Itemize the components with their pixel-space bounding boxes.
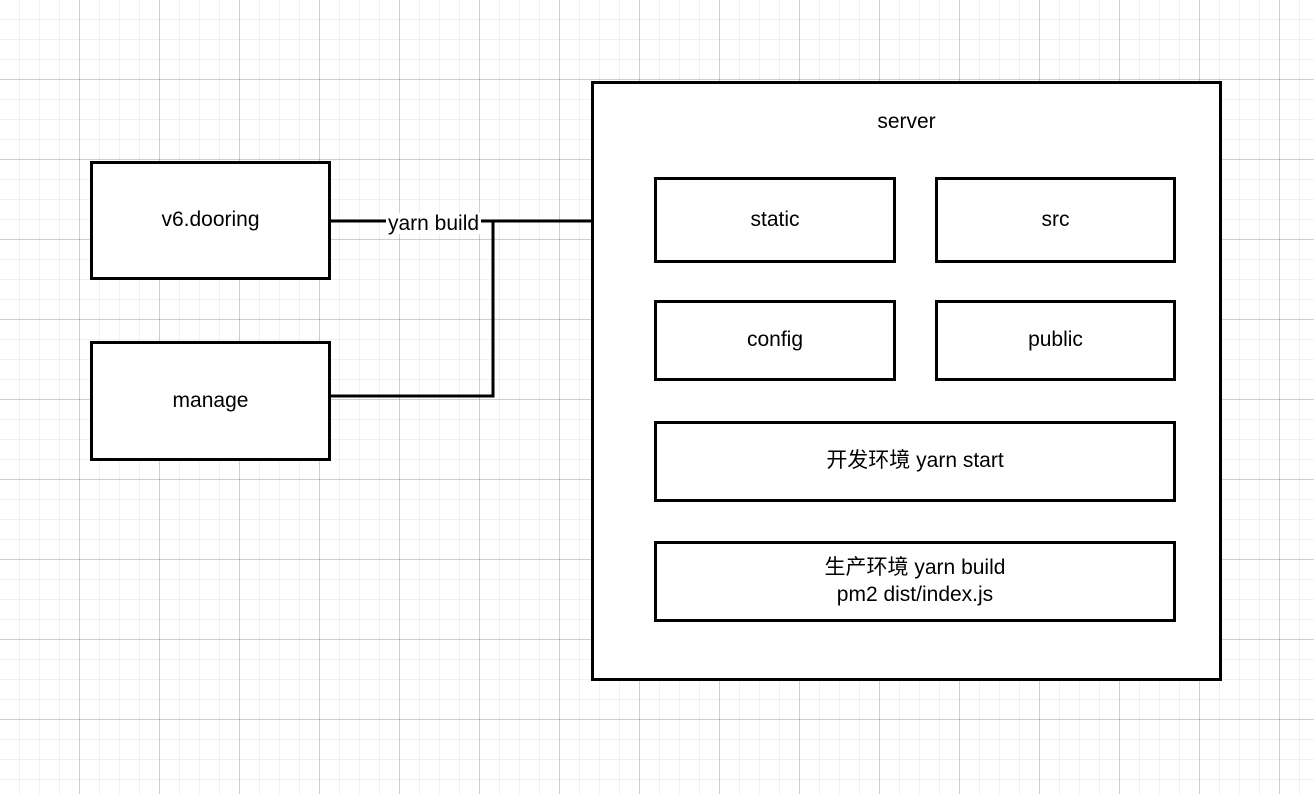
- node-config[interactable]: config: [654, 300, 896, 381]
- node-label-dev-env: 开发环境 yarn start: [826, 449, 1004, 473]
- node-prod-env[interactable]: 生产环境 yarn build pm2 dist/index.js: [654, 541, 1176, 622]
- node-label-src: src: [1041, 207, 1070, 231]
- node-public[interactable]: public: [935, 300, 1176, 381]
- node-manage[interactable]: manage: [90, 341, 331, 461]
- node-label-prod-env: 生产环境 yarn build pm2 dist/index.js: [824, 555, 1006, 606]
- container-title-server: server: [877, 110, 936, 133]
- node-static[interactable]: static: [654, 177, 896, 263]
- edge-path-manage: [331, 221, 495, 398]
- node-label-manage: manage: [172, 388, 249, 412]
- node-label-static: static: [750, 207, 800, 231]
- node-src[interactable]: src: [935, 177, 1176, 263]
- edge-label-yarn-build: yarn build: [386, 212, 482, 235]
- node-label-config: config: [746, 328, 804, 352]
- node-label-v6-dooring: v6.dooring: [161, 208, 260, 232]
- node-v6-dooring[interactable]: v6.dooring: [90, 161, 331, 280]
- node-label-public: public: [1028, 328, 1083, 352]
- node-dev-env[interactable]: 开发环境 yarn start: [654, 421, 1176, 502]
